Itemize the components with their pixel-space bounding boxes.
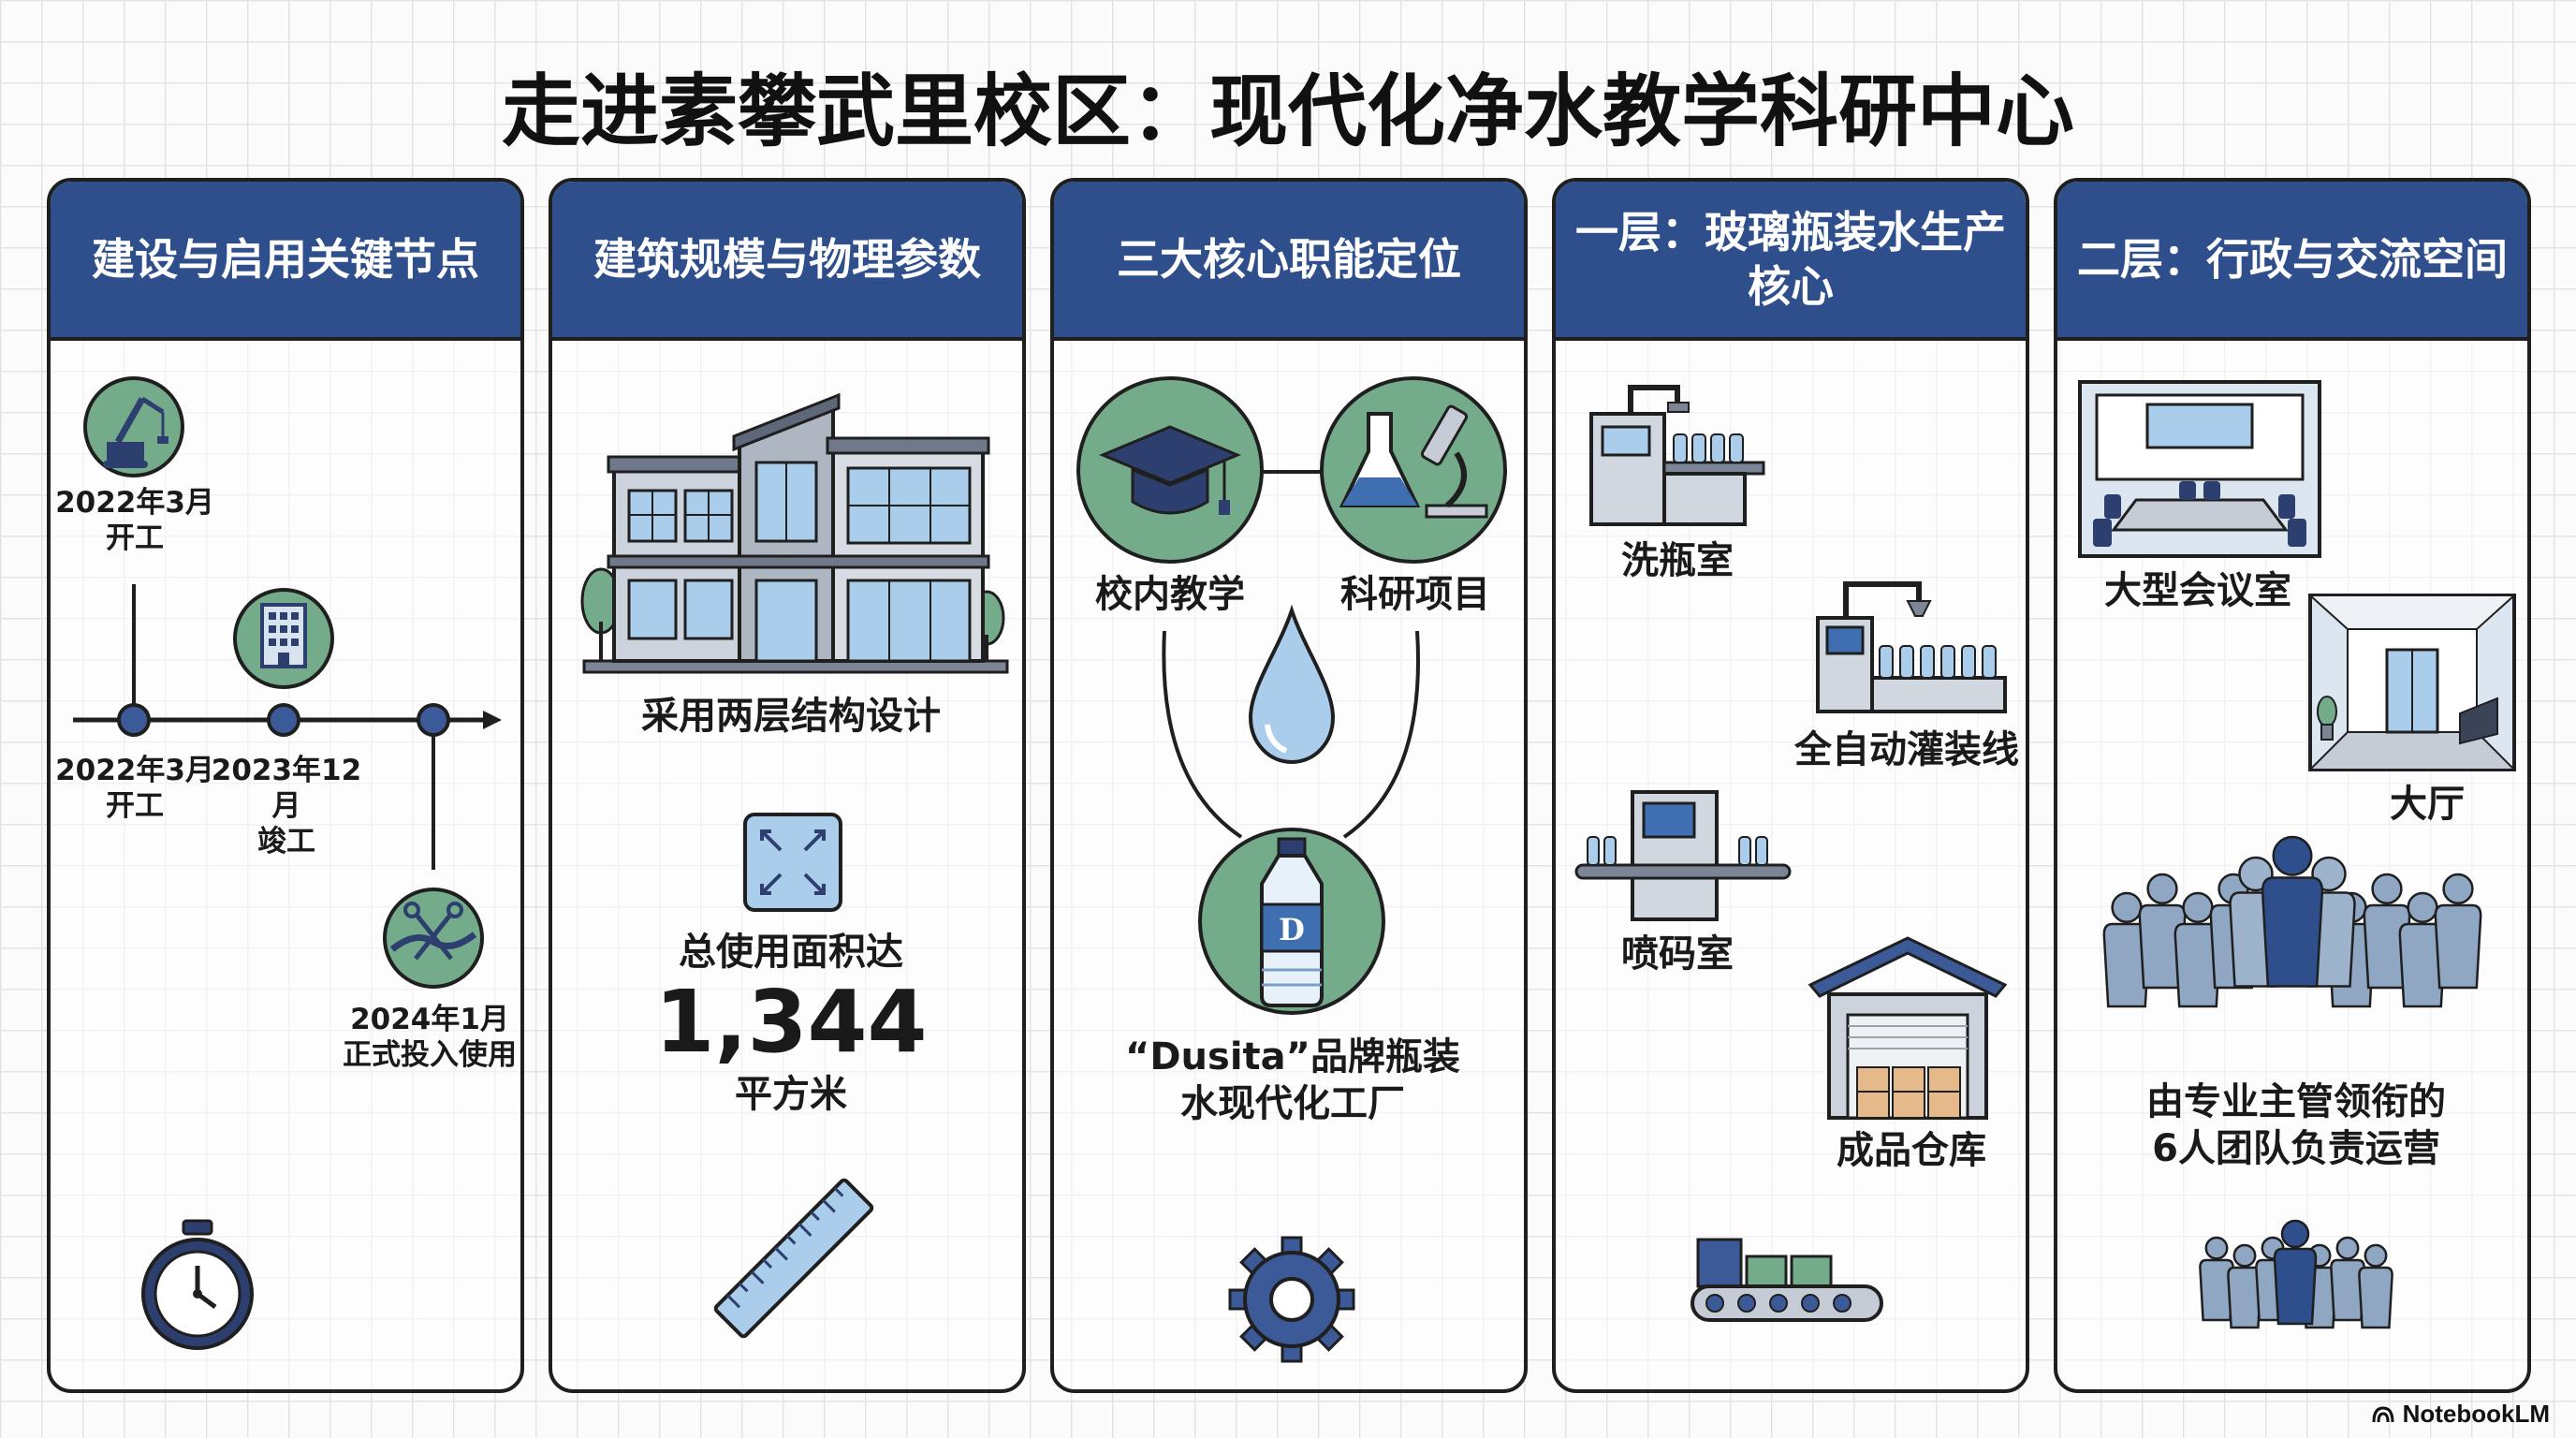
ribbon-cutting-icon xyxy=(383,888,484,989)
area-value: 1,344 xyxy=(654,972,928,1072)
structure-label: 采用两层结构设计 xyxy=(641,695,941,738)
bottle-letter: D xyxy=(1279,912,1305,947)
column-second-floor: 二层：行政与交流空间 大型会议室 大厅 xyxy=(2054,178,2531,1393)
hall-label: 大厅 xyxy=(2390,783,2465,826)
page-title: 走进素攀武里校区：现代化净水教学科研中心 xyxy=(501,66,2074,157)
conveyor-belt-icon xyxy=(1690,1238,1883,1322)
bottle-washing-machine-icon xyxy=(1589,385,1765,526)
meeting-room-label: 大型会议室 xyxy=(2104,569,2291,612)
milestone-label: 2024年1月 正式投入使用 xyxy=(343,1003,517,1072)
team-label: 由专业主管领衔的 6人团队负责运营 xyxy=(2146,1080,2446,1170)
column-header: 一层：玻璃瓶装水生产核心 xyxy=(1556,182,2026,341)
factory-label: “Dusita”品牌瓶装 水现代化工厂 xyxy=(1125,1035,1460,1125)
column-header: 建筑规模与物理参数 xyxy=(552,182,1022,341)
column-milestones: 建设与启用关键节点 xyxy=(47,178,524,1393)
teaching-label: 校内教学 xyxy=(1095,573,1245,616)
warehouse-icon xyxy=(1808,936,2008,1120)
timeline-node xyxy=(417,703,450,737)
stopwatch-icon xyxy=(141,1219,254,1350)
column-functions: 三大核心职能定位 xyxy=(1050,178,1528,1393)
column-first-floor: 一层：玻璃瓶装水生产核心 xyxy=(1552,178,2029,1393)
ruler-icon xyxy=(713,1178,874,1339)
office-graphic xyxy=(2078,380,2517,771)
wash-room-label: 洗瓶室 xyxy=(1621,539,1734,582)
microscope-flask-icon xyxy=(1320,376,1507,564)
team-member-icon xyxy=(2174,891,2222,1008)
timeline-graphic xyxy=(73,376,502,1350)
notebook-logo-icon xyxy=(2372,1405,2394,1422)
production-graphic xyxy=(1574,385,2008,1322)
lobby-hall-icon xyxy=(2307,594,2517,771)
functions-graphic: D xyxy=(1076,376,1507,1363)
team-leader-icon xyxy=(2273,1219,2318,1326)
office-building-icon xyxy=(233,588,334,689)
area-label: 总使用面积达 xyxy=(679,931,903,974)
research-label: 科研项目 xyxy=(1340,573,1490,616)
graduation-cap-icon xyxy=(1076,376,1264,564)
column-header: 二层：行政与交流空间 xyxy=(2057,182,2527,341)
column-building: 建筑规模与物理参数 xyxy=(549,178,1026,1393)
milestone-label: 2023年12月 竣工 xyxy=(211,754,362,858)
building-illustration xyxy=(580,392,1009,1339)
gear-icon xyxy=(1228,1236,1355,1363)
meeting-room-icon xyxy=(2078,380,2321,558)
team-member-icon xyxy=(2330,1236,2365,1322)
water-drop-icon xyxy=(1248,604,1336,765)
brand-label: NotebookLM xyxy=(2402,1400,2550,1428)
team-member-icon xyxy=(2358,1243,2393,1329)
column-header: 建设与启用关键节点 xyxy=(51,182,520,341)
team-member-icon xyxy=(2434,873,2482,990)
area-unit: 平方米 xyxy=(735,1073,847,1116)
team-member-icon xyxy=(2363,873,2411,990)
team-member-icon xyxy=(2138,873,2187,990)
expand-arrows-icon xyxy=(743,813,842,912)
timeline-node xyxy=(117,703,151,737)
team-leader-icon xyxy=(2261,835,2324,988)
warehouse-label: 成品仓库 xyxy=(1837,1129,1986,1172)
timeline-node xyxy=(267,703,300,737)
tree-icon xyxy=(580,567,622,663)
column-header: 三大核心职能定位 xyxy=(1054,182,1524,341)
team-graphic xyxy=(2102,835,2482,1329)
milestone-label: 2022年3月 开工 xyxy=(55,754,214,823)
water-bottle-icon xyxy=(1198,828,1385,1015)
milestone-label: 2022年3月 开工 xyxy=(55,486,214,555)
inkjet-coding-machine-icon xyxy=(1574,790,1792,921)
filling-line-icon xyxy=(1816,581,2007,713)
brand-badge: NotebookLM xyxy=(2371,1400,2550,1429)
filling-line-label: 全自动灌装线 xyxy=(1794,728,2019,771)
crane-icon xyxy=(83,376,184,477)
coding-room-label: 喷码室 xyxy=(1621,932,1734,976)
